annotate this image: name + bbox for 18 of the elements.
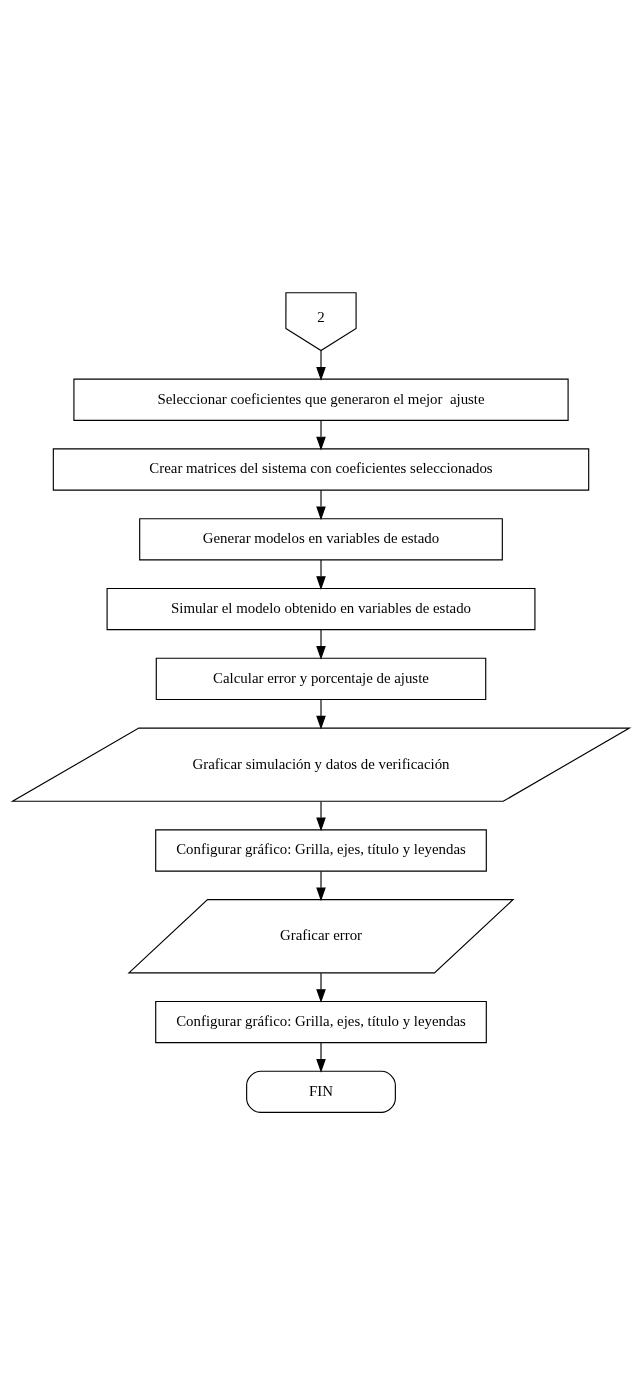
arrow <box>316 419 326 450</box>
arrow <box>316 1041 326 1073</box>
node-box: Simular el modelo obtenido en variables de estado <box>106 587 536 630</box>
node-box: Crear matrices del sistema con coeficientes seleccionados <box>52 447 590 491</box>
arrow <box>316 870 326 901</box>
node-box: Configurar gráfico: Grilla, ejes, título y leyendas <box>155 1000 487 1043</box>
node-box: Seleccionar coeficientes que generaron el mejor ajuste <box>73 378 569 421</box>
arrow <box>316 972 326 1003</box>
arrow <box>316 349 326 381</box>
arrow <box>316 698 326 730</box>
node-box: Calcular error y porcentaje de ajuste <box>155 657 487 700</box>
arrow <box>316 558 326 590</box>
arrow <box>316 800 326 831</box>
arrow <box>316 628 326 660</box>
node-box: Configurar gráfico: Grilla, ejes, título y leyendas <box>155 828 487 872</box>
arrow <box>316 489 326 520</box>
node-box: FIN <box>246 1070 396 1113</box>
node-box: Generar modelos en variables de estado <box>139 517 503 560</box>
